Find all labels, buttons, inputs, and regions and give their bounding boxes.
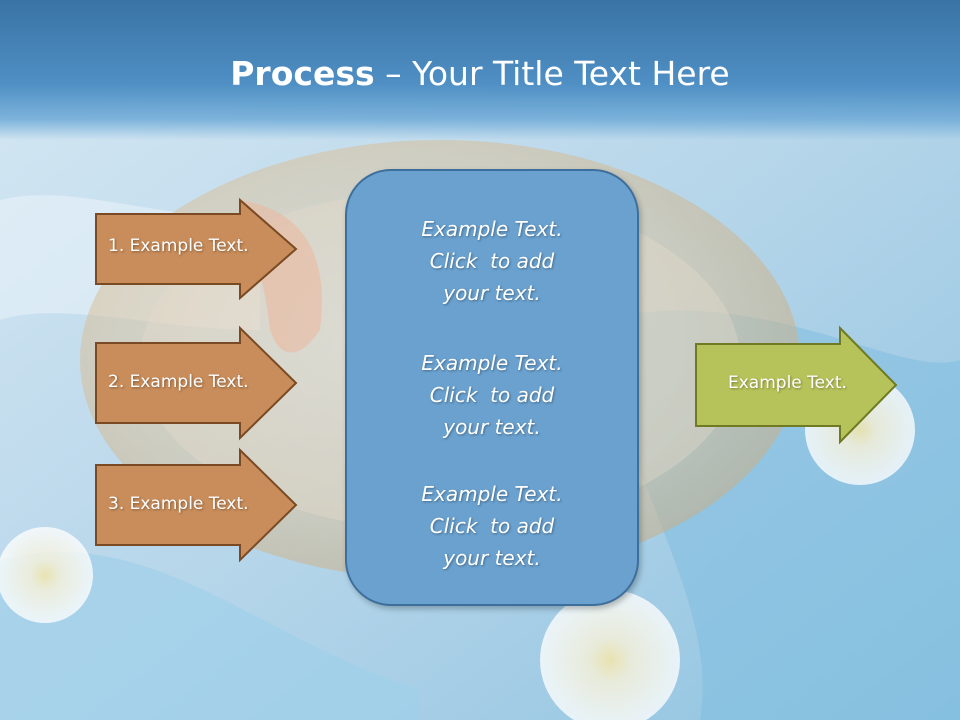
arrow-shape (695, 325, 898, 445)
center-paragraph-1-line-2: Click to add (429, 249, 555, 273)
center-paragraph-1-line-1: Example Text. (421, 217, 563, 241)
arrow-shape (95, 197, 298, 301)
left-arrow-2[interactable]: 2. Example Text. (94, 325, 300, 441)
center-paragraph-3: Example Text. Click to add your text. (347, 478, 637, 574)
center-paragraph-3-line-3: your text. (443, 546, 541, 570)
center-paragraph-1-line-3: your text. (443, 281, 541, 305)
left-arrow-1[interactable]: 1. Example Text. (94, 197, 300, 301)
slide-title: Process – Your Title Text Here (0, 52, 960, 96)
center-text-box[interactable]: Example Text. Click to add your text. Ex… (345, 169, 639, 606)
left-arrow-1-label: 1. Example Text. (108, 236, 249, 256)
center-paragraph-3-line-2: Click to add (429, 514, 555, 538)
center-paragraph-2-line-3: your text. (443, 415, 541, 439)
left-arrow-2-label: 2. Example Text. (108, 372, 249, 392)
left-arrow-3-label: 3. Example Text. (108, 494, 249, 514)
center-paragraph-2-line-1: Example Text. (421, 351, 563, 375)
title-bold: Process (230, 54, 375, 93)
center-paragraph-1: Example Text. Click to add your text. (347, 213, 637, 309)
center-paragraph-3-line-1: Example Text. (421, 482, 563, 506)
arrow-shape (95, 447, 298, 563)
title-rest: – Your Title Text Here (374, 54, 730, 93)
right-arrow-label: Example Text. (728, 373, 847, 393)
center-paragraph-2-line-2: Click to add (429, 383, 555, 407)
left-arrow-3[interactable]: 3. Example Text. (94, 447, 300, 563)
title-band (0, 0, 960, 140)
center-paragraph-2: Example Text. Click to add your text. (347, 347, 637, 443)
right-arrow[interactable]: Example Text. (694, 325, 900, 445)
arrow-shape (95, 325, 298, 441)
